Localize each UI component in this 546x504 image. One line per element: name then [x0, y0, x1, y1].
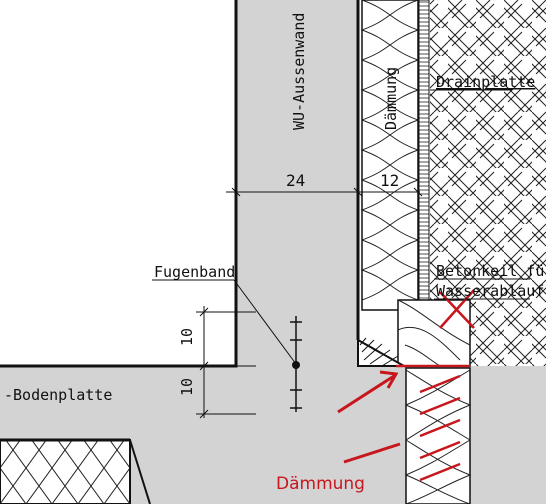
lower-insulation: [404, 367, 472, 504]
wedge-label-1: Betonkeil für: [436, 262, 546, 280]
vertical-insulation: [360, 0, 420, 311]
red-cross-mark: [439, 289, 475, 329]
waterstop-center: [292, 361, 300, 369]
dim-lower-label: 10: [178, 378, 196, 396]
dim-wall-label: 24: [286, 171, 305, 190]
wall-outline-left: [0, 0, 238, 368]
concrete-wedge: [397, 299, 471, 367]
wall-label: WU-Aussenwand: [290, 13, 308, 130]
dim-upper-label: 10: [178, 328, 196, 346]
chamfer-triangle: [357, 338, 408, 367]
wedge-label-2: Wasserablauf: [436, 282, 544, 300]
insulation-label: Dämmung: [382, 67, 400, 130]
drain-label: Drainplatte: [436, 73, 535, 91]
joint-label: Fugenband: [154, 263, 235, 281]
dimension-wall-width: [226, 187, 423, 197]
slab-label: -Bodenplatte: [4, 386, 112, 404]
red-arrows: [337, 370, 401, 464]
red-insulation-label: Dämmung: [276, 474, 365, 494]
drain-plate: [418, 0, 430, 311]
dimension-vertical: [196, 306, 256, 419]
dim-insulation-label: 12: [380, 171, 399, 190]
slab-insulation: [0, 439, 131, 504]
